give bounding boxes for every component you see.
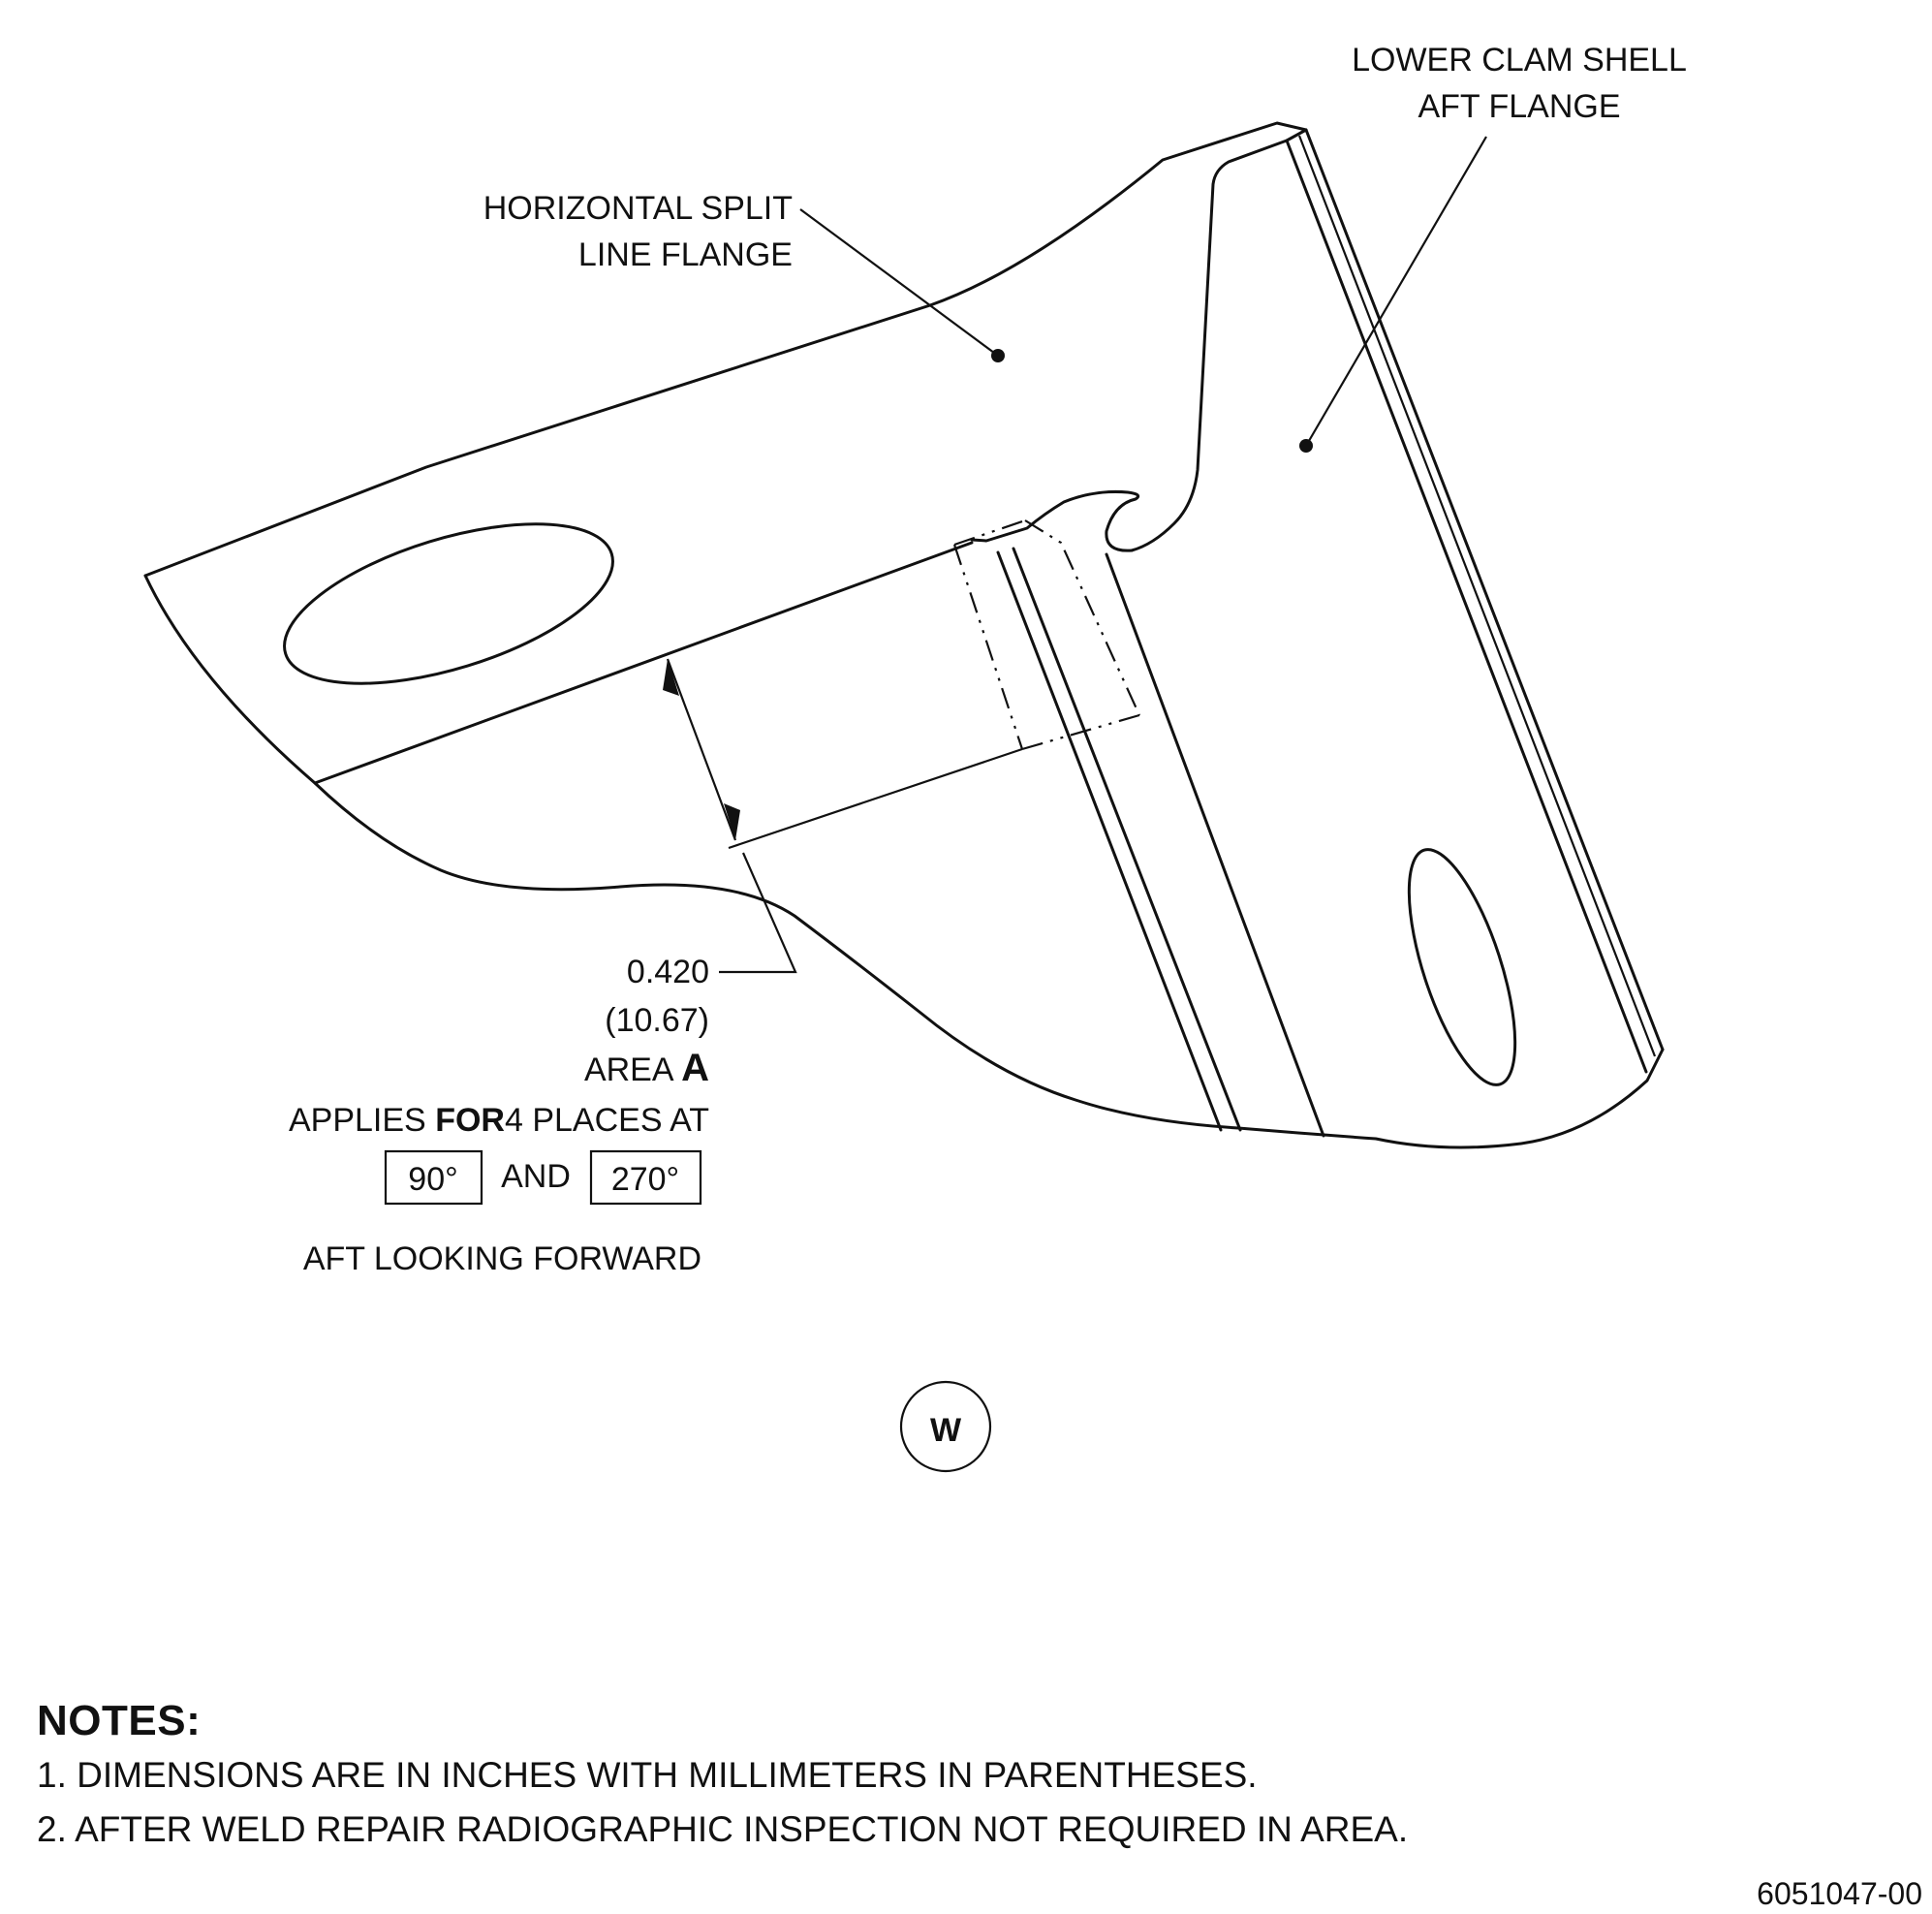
note-item-2-text: 2. AFTER WELD REPAIR RADIOGRAPHIC INSPEC… — [37, 1809, 1409, 1849]
fillet-notch — [970, 489, 1140, 552]
dimension-arrow-bottom — [724, 803, 740, 840]
split-flange-label-line1: HORIZONTAL SPLIT — [483, 190, 793, 227]
area-letter: A — [681, 1047, 709, 1089]
angle-1-text: 90° — [408, 1161, 457, 1198]
dimension-leader — [719, 852, 797, 974]
drawing-number: 6051047-00 — [1757, 1876, 1922, 1911]
dimension-line — [666, 658, 737, 841]
area-a-phantom-outline — [952, 518, 1141, 751]
aft-flange-top-lip — [1130, 128, 1308, 552]
dimension-extension-line — [728, 747, 1023, 850]
angle-2-text: 270° — [611, 1161, 679, 1198]
aft-flange-leader — [1305, 136, 1487, 447]
part-outer-boundary — [143, 574, 1665, 1149]
aft-flange-outer-edge — [1304, 128, 1665, 1051]
area-label: AREA A — [584, 1047, 709, 1089]
angle-box-2 — [589, 1149, 702, 1206]
applies-line: APPLIES FOR4 PLACES AT — [289, 1102, 709, 1139]
aft-flange-chamfer-edge — [1285, 139, 1648, 1074]
fillet-line-3 — [1105, 552, 1325, 1138]
view-direction-text: AFT LOOKING FORWARD — [303, 1240, 701, 1277]
split-flange-label-line2: LINE FLANGE — [578, 236, 793, 273]
fillet-line-1 — [996, 550, 1223, 1132]
dimension-arrow-top — [663, 659, 679, 696]
dimension-inches: 0.420 — [627, 954, 709, 990]
aft-flange-bolt-hole — [1407, 848, 1517, 1086]
aft-flange-label-line2: AFT FLANGE — [1418, 88, 1620, 125]
notes-section: NOTES: 1. DIMENSIONS ARE IN INCHES WITH … — [37, 1694, 1490, 1857]
angle-box-1 — [384, 1149, 483, 1206]
fillet-line-2 — [1012, 547, 1242, 1132]
applies-struck-word: FOR — [435, 1102, 505, 1139]
aft-flange-leader-dot — [1299, 439, 1313, 453]
split-flange-bolt-hole — [283, 522, 614, 685]
note-item-1: 1. DIMENSIONS ARE IN INCHES WITH MILLIME… — [37, 1755, 1258, 1795]
applies-suffix: 4 PLACES AT — [505, 1102, 709, 1139]
aft-flange-outer-edge-inner — [1297, 135, 1657, 1057]
and-text: AND — [501, 1158, 571, 1195]
dimension-millimeters: (10.67) — [605, 1002, 709, 1039]
aft-flange-label-line1: LOWER CLAM SHELL — [1352, 42, 1687, 78]
area-prefix: AREA — [584, 1051, 681, 1088]
part-outline — [143, 121, 1665, 1149]
dimension-0420 — [663, 658, 1023, 974]
split-flange-leader-dot — [991, 349, 1005, 362]
note-item-2: 2. AFTER WELD REPAIR RADIOGRAPHIC INSPEC… — [37, 1803, 1490, 1857]
split-flange-top-edge — [143, 121, 1308, 578]
view-label-circle — [899, 1380, 992, 1473]
split-flange-bottom-edge — [313, 541, 974, 785]
split-flange-leader — [799, 208, 999, 357]
applies-prefix: APPLIES — [289, 1102, 435, 1139]
notes-title: NOTES: — [37, 1697, 202, 1744]
view-label-text: W — [930, 1412, 962, 1449]
